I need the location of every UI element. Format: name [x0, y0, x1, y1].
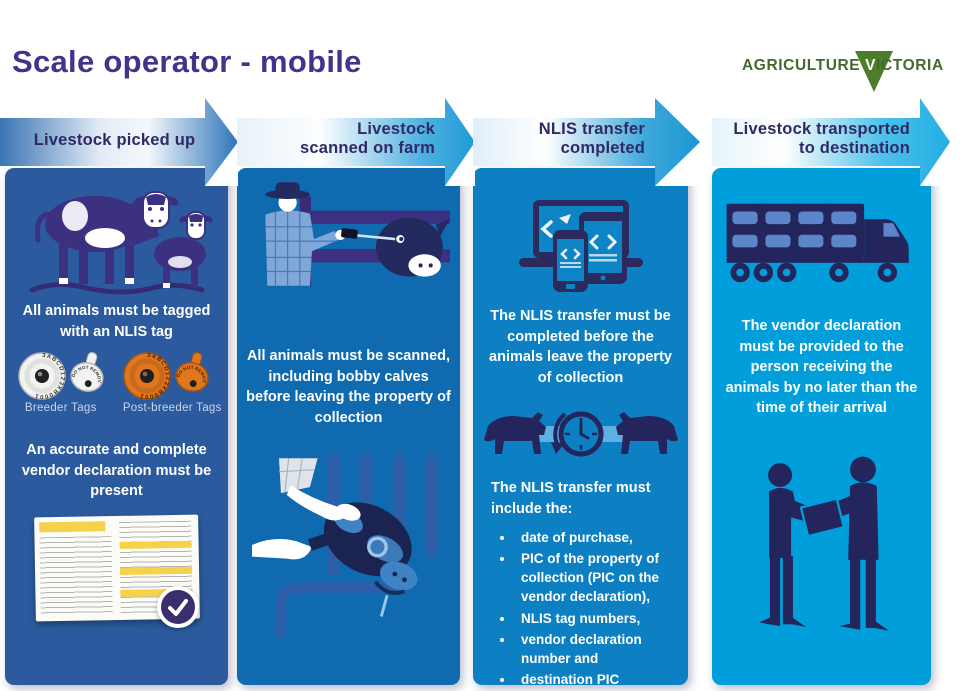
list-item: vendor declaration number and: [515, 630, 679, 668]
process-arrow-step-2: Livestock scanned on farm: [237, 98, 475, 191]
arrow-shape-1: [0, 98, 238, 186]
form-section-band: [119, 540, 192, 549]
vendor-declaration-text: The vendor declaration must be provided …: [725, 318, 918, 417]
arrow-label-line: Livestock picked up: [33, 131, 196, 149]
transfer-text: The NLIS transfer must be completed befo…: [489, 308, 672, 386]
arrow-shape-2: [237, 98, 475, 186]
page-title: Scale operator - mobile: [12, 44, 362, 79]
declaration-text: An accurate and complete vendor declarat…: [21, 442, 212, 500]
post-breeder-tags-label: Post-breeder Tags: [122, 402, 222, 414]
step-panel-nlis-transfer-completed: The NLIS transfer must be completed befo…: [473, 168, 688, 687]
scanned-text: All animals must be scanned, including b…: [246, 348, 451, 426]
tagged-text: All animals must be tagged with an NLIS …: [22, 303, 211, 340]
form-lines-left: [39, 536, 113, 616]
breeder-tags-label: Breeder Tags: [24, 402, 97, 414]
arrow-label-line: scanned on farm: [299, 139, 435, 158]
breeder-tags-icon: 3ABCD123XB0001 DO NOT REMOVE: [18, 352, 106, 400]
victoria-triangle-icon: [855, 51, 893, 92]
arrow-label-line: NLIS transfer: [538, 120, 645, 138]
arrow-label-line: Livestock transported: [733, 120, 910, 138]
tag-labels: Breeder Tags Post-breeder Tags: [5, 402, 228, 414]
livestock-truck-illustration: [726, 203, 909, 283]
form-header-band: [39, 521, 106, 533]
step-panel-livestock-transported: The vendor declaration must be provided …: [712, 168, 931, 685]
arrow-label-line: completed: [560, 139, 645, 158]
step-panel-livestock-scanned-on-farm: All animals must be scanned, including b…: [237, 168, 460, 685]
cattle-transfer-clock-illustration: [484, 411, 678, 457]
form-section-band: [119, 566, 193, 575]
list-item: PIC of the property of collection (PIC o…: [515, 549, 679, 606]
calf-ear-tagging-illustration: [252, 454, 439, 638]
arrow-shape-4: [712, 98, 950, 186]
cow-and-calf-illustration: [29, 191, 213, 295]
process-arrow-step-1: Livestock picked up: [0, 98, 238, 191]
process-arrow-step-3: NLIS transfer completed: [473, 98, 700, 191]
post-breeder-tags-icon: 3ABCD123XB0001 DO NOT REMOVE: [123, 352, 211, 400]
list-item: destination PIC: [515, 670, 679, 689]
arrow-shape-3: [473, 98, 700, 186]
agriculture-victoria-logo: AGRICULTURE VICTORIA: [740, 48, 945, 98]
logo-text: AGRICULTURE VICTORIA: [742, 57, 944, 74]
nlis-devices-illustration: [519, 200, 643, 292]
arrow-label-line: to destination: [799, 139, 910, 158]
step-panel-livestock-picked-up: All animals must be tagged with an NLIS …: [5, 168, 228, 685]
list-item: NLIS tag numbers,: [515, 609, 679, 628]
clock-icon: [551, 411, 604, 457]
nlis-include-list: date of purchase, PIC of the property of…: [491, 528, 679, 691]
checkmark-icon: [157, 586, 199, 628]
list-item: date of purchase,: [515, 528, 679, 547]
farmer-scanning-cattle-illustration: [265, 182, 450, 286]
include-text: The NLIS transfer must include the:: [491, 480, 651, 517]
process-arrow-step-4: Livestock transported to destination: [712, 98, 950, 191]
agriculture-victoria-logo-graphic: AGRICULTURE VICTORIA: [742, 51, 944, 92]
document-handover-illustration: [758, 456, 889, 631]
arrow-label-line: Livestock: [357, 120, 435, 138]
